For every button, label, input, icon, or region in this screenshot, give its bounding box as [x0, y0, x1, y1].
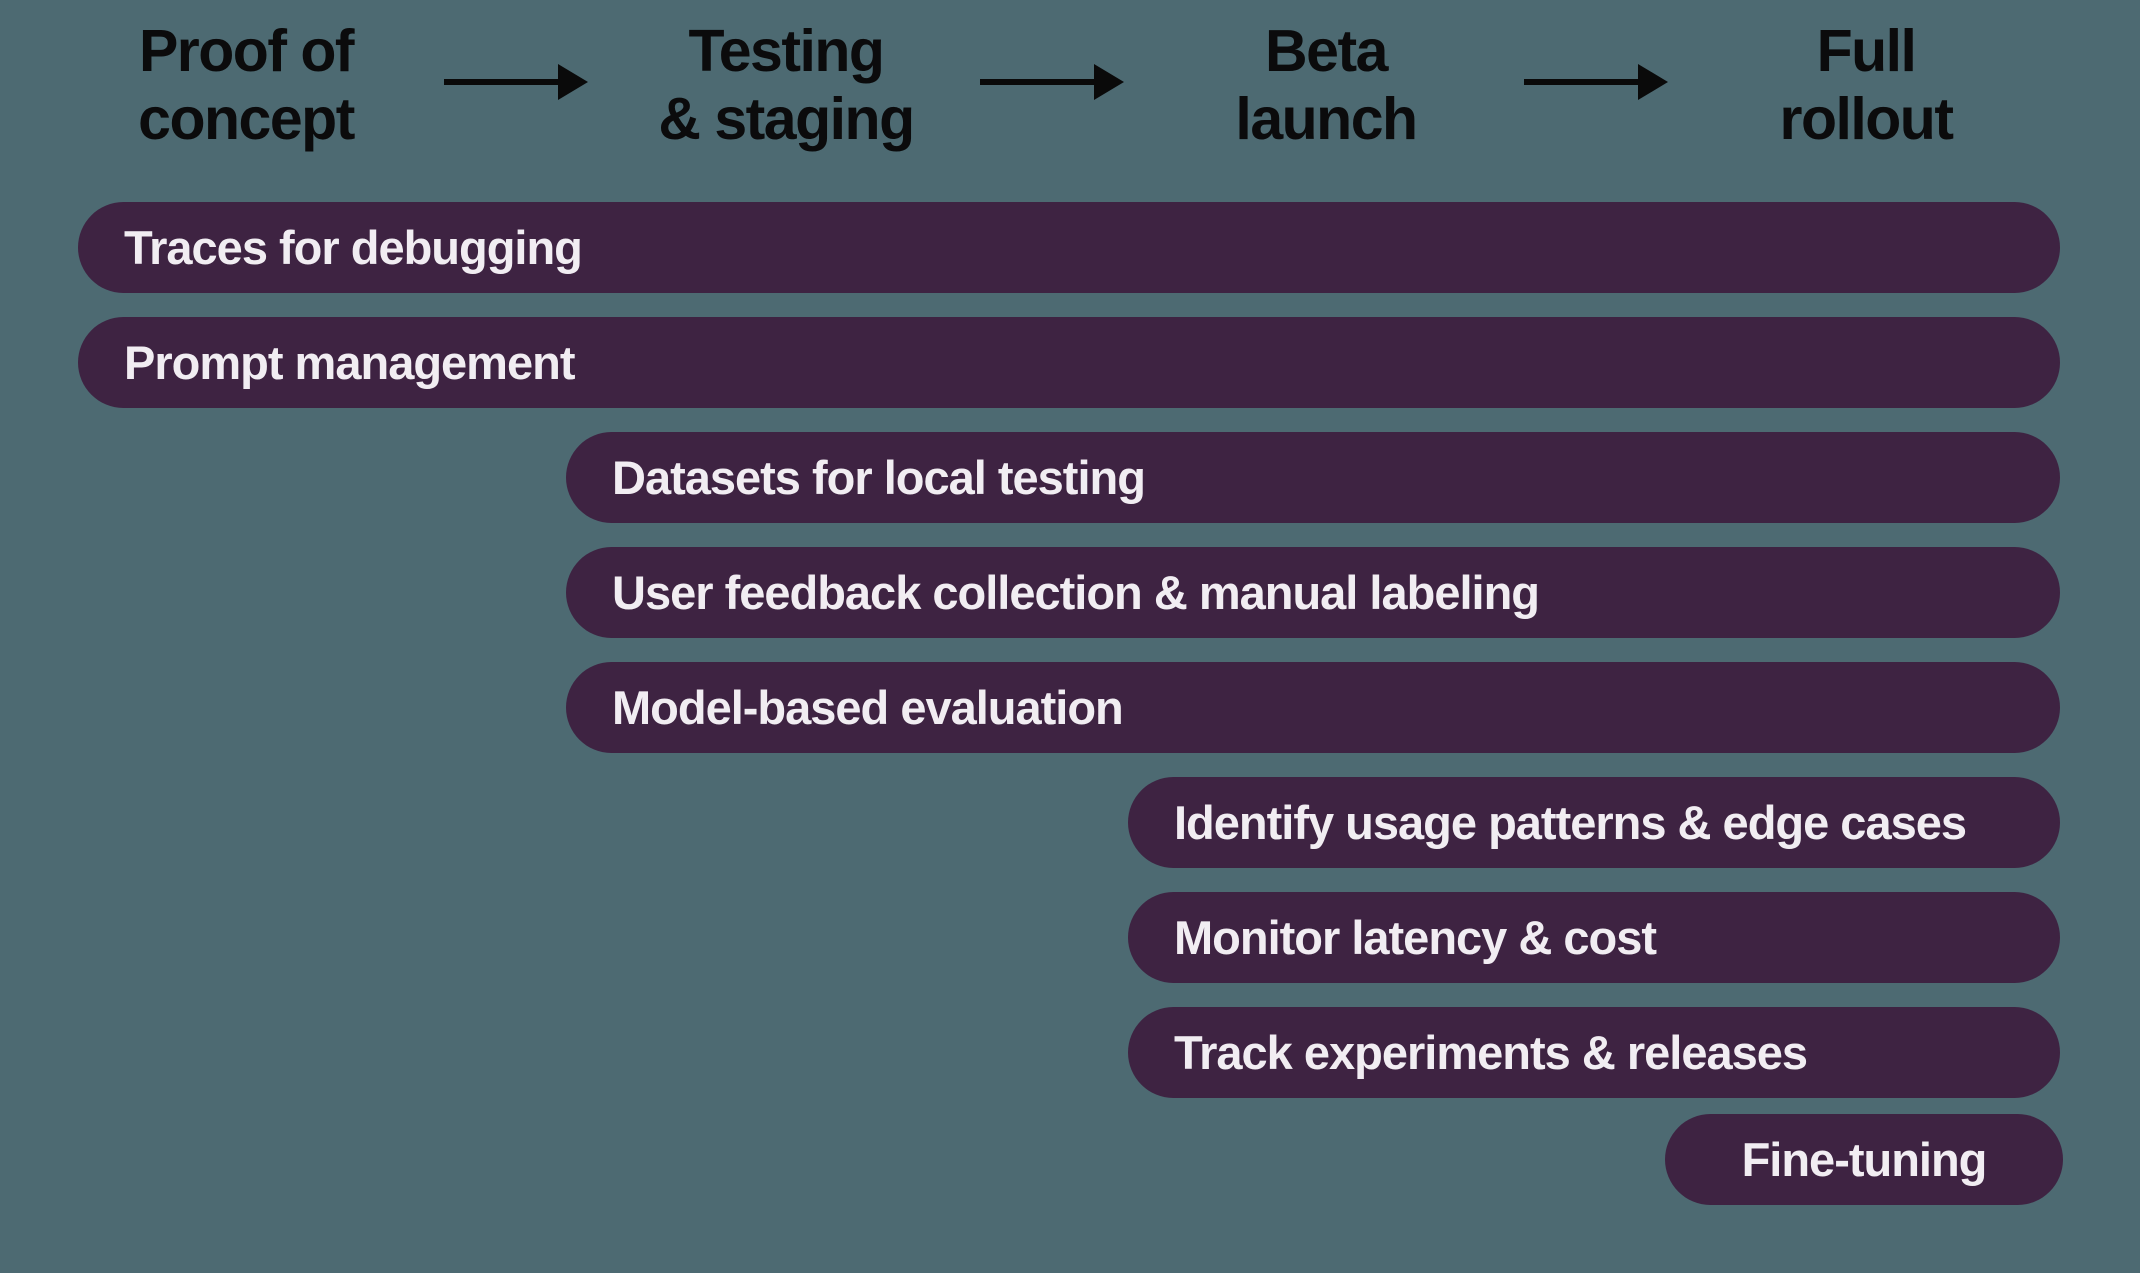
arrow-head [1638, 64, 1668, 100]
flow-arrow-icon [980, 64, 1124, 100]
stage-label-full-rollout: Full rollout [1779, 18, 1954, 152]
bar-track-experiments-releases: Track experiments & releases [1128, 1007, 2060, 1098]
bar-traces-for-debugging: Traces for debugging [78, 202, 2060, 293]
bar-prompt-management: Prompt management [78, 317, 2060, 408]
arrow-shaft [980, 79, 1094, 85]
stage-label-testing-staging: Testing & staging [658, 18, 915, 152]
stage-label-proof-of-concept: Proof of concept [138, 18, 355, 152]
arrow-head [1094, 64, 1124, 100]
arrow-head [558, 64, 588, 100]
bar-user-feedback-collection: User feedback collection & manual labeli… [566, 547, 2060, 638]
flow-arrow-icon [444, 64, 588, 100]
bar-monitor-latency-cost: Monitor latency & cost [1128, 892, 2060, 983]
bar-fine-tuning: Fine-tuning [1665, 1114, 2063, 1205]
arrow-shaft [444, 79, 558, 85]
bar-model-based-evaluation: Model-based evaluation [566, 662, 2060, 753]
arrow-shaft [1524, 79, 1638, 85]
bar-identify-usage-patterns: Identify usage patterns & edge cases [1128, 777, 2060, 868]
bar-datasets-for-local-testing: Datasets for local testing [566, 432, 2060, 523]
flow-arrow-icon [1524, 64, 1668, 100]
stage-label-beta-launch: Beta launch [1235, 18, 1418, 152]
